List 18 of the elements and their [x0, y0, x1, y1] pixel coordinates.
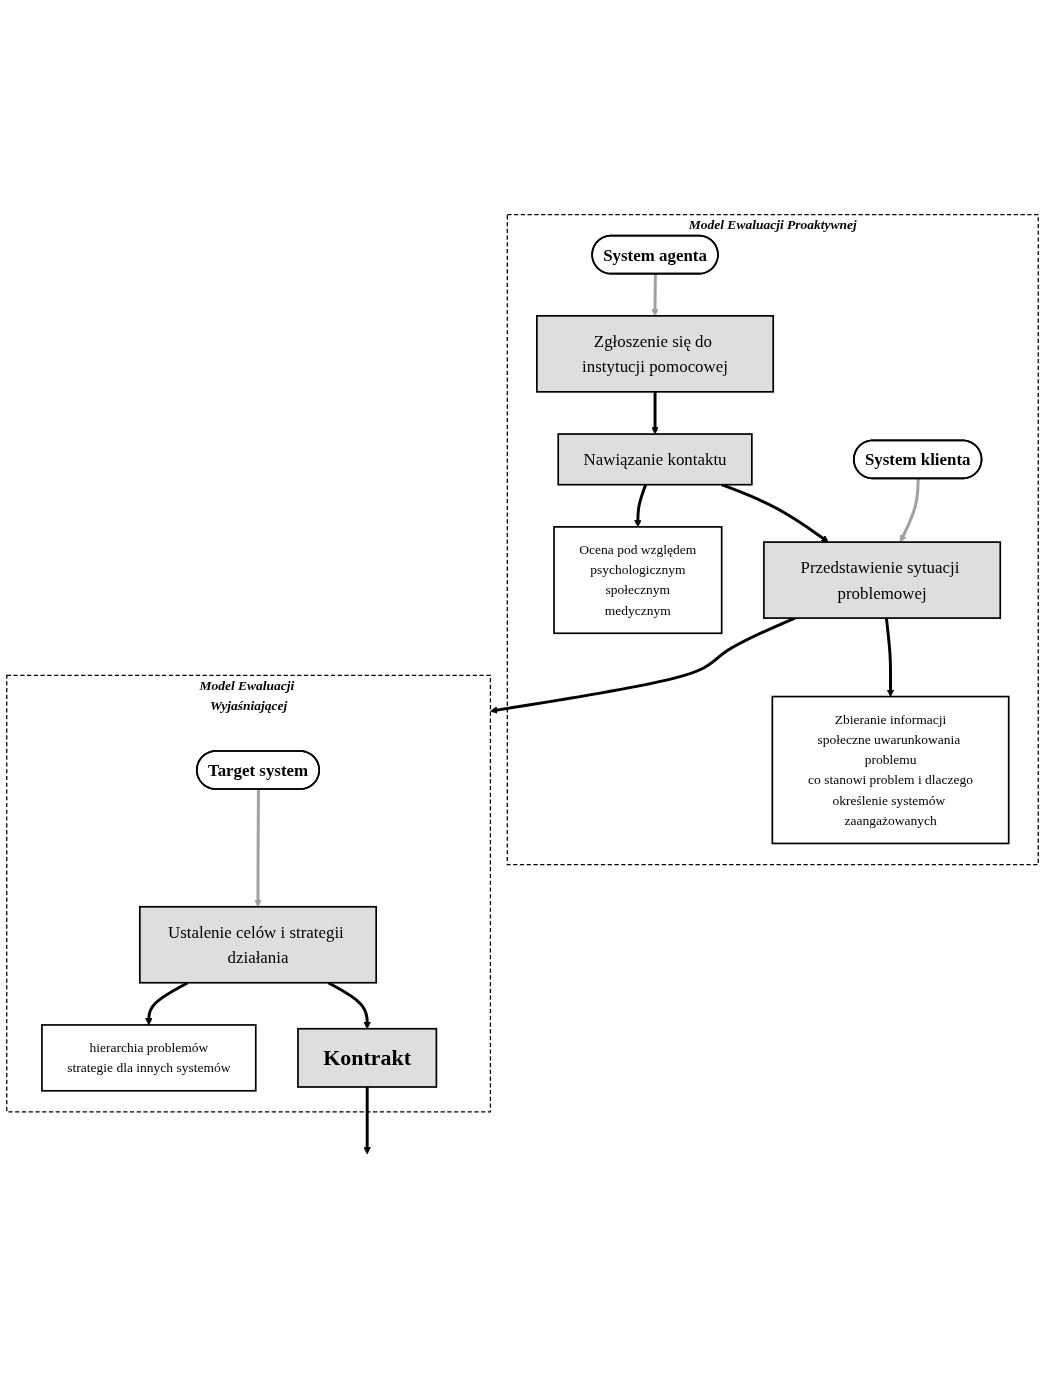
arrow — [884, 617, 895, 697]
node-box: hierarchia problemów strategie dla innych systemów — [41, 1024, 257, 1092]
arrow — [721, 483, 829, 543]
node-box: Ocena pod względem psychologicznym społecznym medycznym — [553, 526, 723, 635]
arrow — [254, 789, 262, 908]
node-box: Kontrakt — [297, 1027, 438, 1088]
arrow — [651, 274, 659, 317]
node-box: Ustalenie celów i strategii działania — [139, 905, 378, 984]
arrow — [327, 981, 371, 1030]
arrow — [363, 1087, 371, 1155]
node-box: Zbieranie informacji społeczne uwarunkowania problemu co stanowi problem i dlaczego określenie systemów zaangażowanych — [771, 695, 1010, 845]
arrow — [145, 981, 189, 1026]
arrow — [899, 478, 920, 543]
arrow — [634, 484, 648, 528]
node-box: Przedstawienie sytuacji problemowej — [763, 541, 1002, 619]
node-box: Zgłoszenie się do instytucji pomocowej — [536, 315, 775, 393]
arrow — [651, 391, 659, 435]
node-box: Nawiązanie kontaktu — [557, 433, 753, 486]
